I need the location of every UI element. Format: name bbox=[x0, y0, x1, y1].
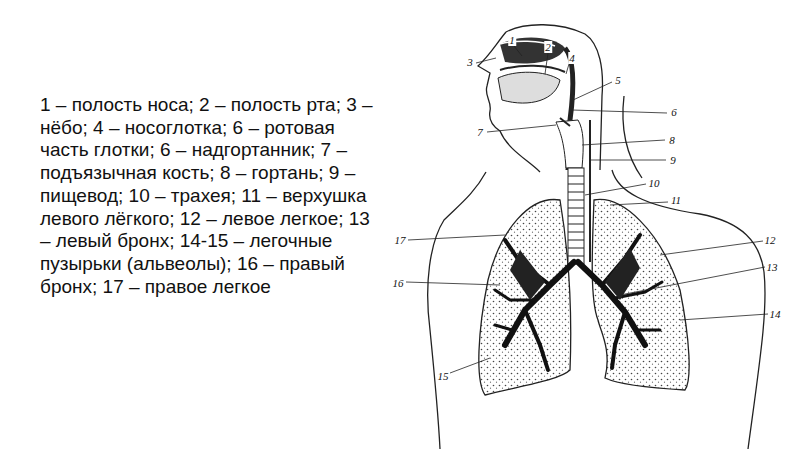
callout-number: 17 bbox=[394, 234, 407, 246]
callout-number: 2 bbox=[544, 41, 552, 53]
callout-number: 13 bbox=[766, 261, 779, 273]
legend-text: 1 – полость носа; 2 – полость рта; 3 – н… bbox=[40, 94, 385, 298]
leader-lines bbox=[406, 46, 768, 373]
callout-number: 10 bbox=[648, 177, 661, 189]
callout-number: 16 bbox=[392, 277, 405, 289]
palate bbox=[500, 66, 565, 72]
callout-number: 3 bbox=[466, 56, 474, 68]
oral-cavity bbox=[498, 72, 560, 103]
bronchial-shading bbox=[510, 248, 640, 300]
esophagus bbox=[589, 120, 591, 262]
callout-number: 9 bbox=[669, 154, 677, 166]
callout-number: 5 bbox=[614, 74, 622, 86]
bronchi bbox=[495, 235, 662, 370]
callout-number: 12 bbox=[764, 234, 777, 246]
body-outline bbox=[428, 172, 486, 449]
callout-number: 14 bbox=[769, 308, 782, 320]
neck-outline bbox=[623, 96, 642, 178]
callout-number: 1 bbox=[508, 34, 516, 46]
trachea bbox=[568, 168, 584, 264]
larynx bbox=[556, 120, 583, 168]
callout-number: 4 bbox=[568, 52, 576, 64]
right-lung bbox=[479, 200, 571, 395]
callout-number: 6 bbox=[670, 106, 678, 118]
callout-number: 7 bbox=[476, 126, 484, 138]
callout-number: 11 bbox=[670, 194, 682, 206]
callout-number: 15 bbox=[437, 370, 450, 382]
callout-number: 8 bbox=[668, 134, 676, 146]
